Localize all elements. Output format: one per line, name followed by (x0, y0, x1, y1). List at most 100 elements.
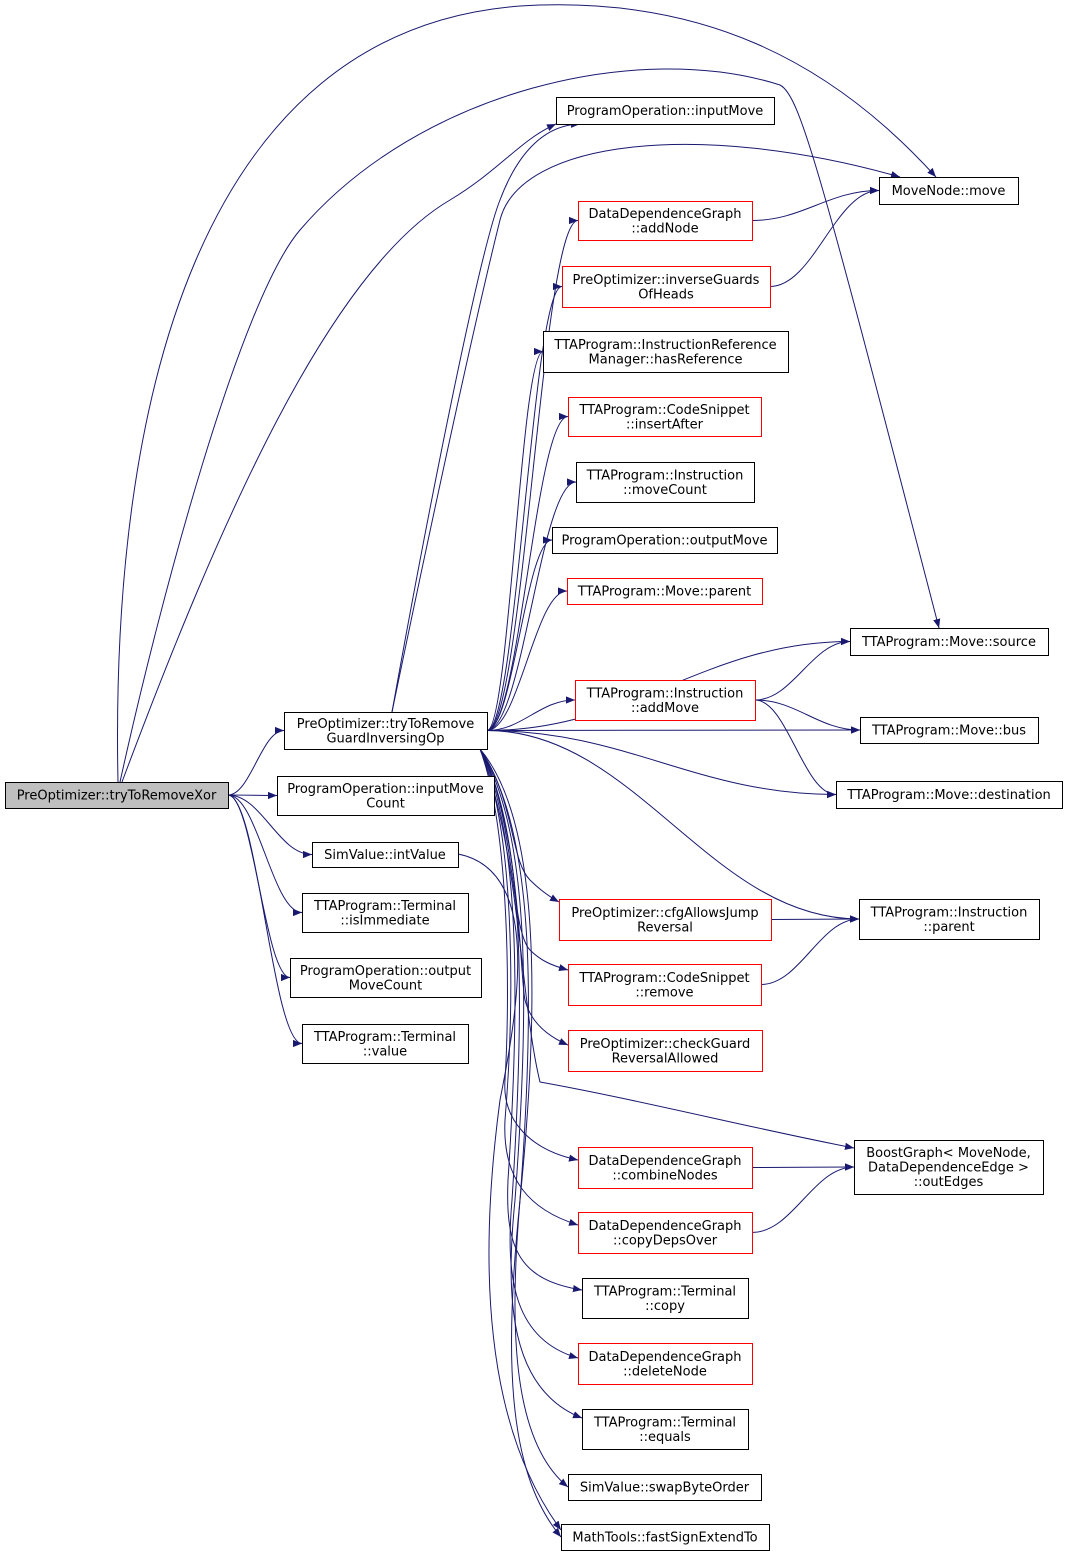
node-intValue[interactable]: SimValue::intValue (312, 842, 459, 868)
node-box (576, 462, 755, 503)
node-label: TTAProgram::Terminal (593, 1284, 736, 1299)
node-layer: PreOptimizer::tryToRemoveXorPreOptimizer… (5, 97, 1063, 1551)
node-label: ::combineNodes (612, 1168, 718, 1183)
edge-tryGuard-to-combineNodes (479, 748, 579, 1162)
node-label: MoveCount (349, 978, 422, 993)
node-copyDepsOver[interactable]: DataDependenceGraph::copyDepsOver (578, 1212, 753, 1254)
node-box (302, 1024, 469, 1064)
edge-tryGuard-to-deleteNode (479, 748, 579, 1359)
node-box (568, 1474, 762, 1501)
node-box (578, 1212, 753, 1254)
edge-root-to-termValue (227, 794, 303, 1048)
node-insertAfter[interactable]: TTAProgram::CodeSnippet::insertAfter (568, 397, 762, 437)
node-label: Manager::hasReference (589, 352, 743, 367)
node-moveCount[interactable]: TTAProgram::Instruction::moveCount (576, 462, 755, 503)
node-addMove[interactable]: TTAProgram::Instruction::addMove (575, 680, 756, 721)
edge-snippetRemove-to-instrParent (760, 915, 860, 985)
edge-addMove-to-moveSource (754, 637, 851, 701)
edge-addMove-to-moveDest (754, 699, 837, 799)
edge-tryGuard-to-insertAfter (486, 412, 569, 731)
node-label: TTAProgram::Move::bus (871, 724, 1026, 739)
node-label: ProgramOperation::outputMove (561, 534, 767, 549)
node-label: GuardInversingOp (326, 731, 444, 746)
edge-intValue-to-fastSign (457, 853, 562, 1531)
node-label: TTAProgram::Terminal (313, 899, 456, 914)
node-label: ::addNode (631, 221, 698, 236)
node-fastSign[interactable]: MathTools::fastSignExtendTo (561, 1524, 770, 1551)
node-box (850, 628, 1049, 656)
node-addNode[interactable]: DataDependenceGraph::addNode (578, 201, 753, 241)
node-label: DataDependenceGraph (588, 1219, 741, 1234)
edge-tryGuard-to-moveDest (486, 730, 837, 799)
node-combineNodes[interactable]: DataDependenceGraph::combineNodes (578, 1147, 753, 1189)
node-swapByteOrder[interactable]: SimValue::swapByteOrder (568, 1474, 762, 1501)
node-label: TTAProgram::Instruction (586, 468, 744, 483)
node-moveParent[interactable]: TTAProgram::Move::parent (567, 578, 763, 605)
node-moveDest[interactable]: TTAProgram::Move::destination (836, 781, 1063, 809)
node-label: SimValue::intValue (324, 848, 446, 863)
node-label: DataDependenceGraph (588, 1350, 741, 1365)
node-instrParent[interactable]: TTAProgram::Instruction::parent (859, 899, 1040, 940)
node-moveNodeMove[interactable]: MoveNode::move (879, 177, 1019, 205)
node-tryGuard[interactable]: PreOptimizer::tryToRemoveGuardInversingO… (284, 712, 488, 750)
edge-tryGuard-to-moveParent (486, 587, 568, 731)
node-label: TTAProgram::Move::parent (577, 585, 751, 600)
node-label: MathTools::fastSignExtendTo (572, 1531, 757, 1546)
node-box (568, 397, 762, 437)
edge-tryGuard-to-inverseGuards (486, 283, 563, 731)
edge-tryGuard-to-hasReference (486, 348, 544, 731)
node-box (552, 527, 778, 554)
node-root[interactable]: PreOptimizer::tryToRemoveXor (5, 782, 229, 809)
node-hasReference[interactable]: TTAProgram::InstructionReferenceManager:… (543, 331, 789, 373)
node-label: TTAProgram::Move::source (861, 635, 1036, 650)
edge-root-to-inputMove (121, 123, 557, 783)
node-box (290, 958, 482, 998)
node-isImmediate[interactable]: TTAProgram::Terminal::isImmediate (302, 893, 469, 933)
edge-tryGuard-to-moveNodeMove (391, 144, 901, 713)
edge-root-to-intValue (227, 794, 313, 859)
node-moveBus[interactable]: TTAProgram::Move::bus (860, 717, 1039, 744)
node-label: PreOptimizer::tryToRemove (297, 717, 474, 732)
node-box (582, 1409, 749, 1450)
node-termEquals[interactable]: TTAProgram::Terminal::equals (582, 1409, 749, 1450)
node-label: ::copy (645, 1299, 685, 1314)
edge-root-to-isImmediate (227, 794, 303, 917)
edge-root-to-inputMoveCount (227, 791, 278, 800)
node-label: ::remove (635, 985, 693, 1000)
node-label: TTAProgram::Terminal (313, 1030, 456, 1045)
node-label: TTAProgram::InstructionReference (553, 338, 776, 353)
node-moveSource[interactable]: TTAProgram::Move::source (850, 628, 1049, 656)
node-label: ProgramOperation::inputMove (287, 782, 484, 797)
node-label: ReversalAllowed (612, 1051, 719, 1066)
edge-inverseGuards-to-moveNodeMove (769, 186, 880, 287)
node-termValue[interactable]: TTAProgram::Terminal::value (302, 1024, 469, 1064)
node-box (578, 1343, 753, 1385)
node-label: ::parent (923, 920, 974, 935)
node-outputMove[interactable]: ProgramOperation::outputMove (552, 527, 778, 554)
edge-cfgAllows-to-instrParent (770, 915, 860, 923)
node-label: TTAProgram::CodeSnippet (578, 971, 749, 986)
node-label: ::addMove (631, 701, 699, 716)
node-label: ::isImmediate (340, 913, 429, 928)
node-box (284, 712, 488, 750)
node-termCopy[interactable]: TTAProgram::Terminal::copy (582, 1278, 749, 1319)
node-inputMove[interactable]: ProgramOperation::inputMove (556, 97, 775, 125)
node-box (860, 717, 1039, 744)
node-snippetRemove[interactable]: TTAProgram::CodeSnippet::remove (568, 964, 762, 1006)
node-label: OfHeads (638, 287, 694, 302)
node-box (578, 1147, 753, 1189)
edge-tryGuard-to-outputMove (486, 536, 553, 731)
node-label: ::copyDepsOver (613, 1233, 718, 1248)
node-deleteNode[interactable]: DataDependenceGraph::deleteNode (578, 1343, 753, 1385)
node-label: PreOptimizer::cfgAllowsJump (571, 906, 758, 921)
node-outEdges[interactable]: BoostGraph< MoveNode,DataDependenceEdge … (854, 1140, 1044, 1195)
edge-tryGuard-to-termEquals (479, 748, 583, 1419)
node-label: Reversal (637, 920, 693, 935)
node-label: ::outEdges (914, 1175, 984, 1190)
node-label: TTAProgram::Instruction (586, 686, 744, 701)
